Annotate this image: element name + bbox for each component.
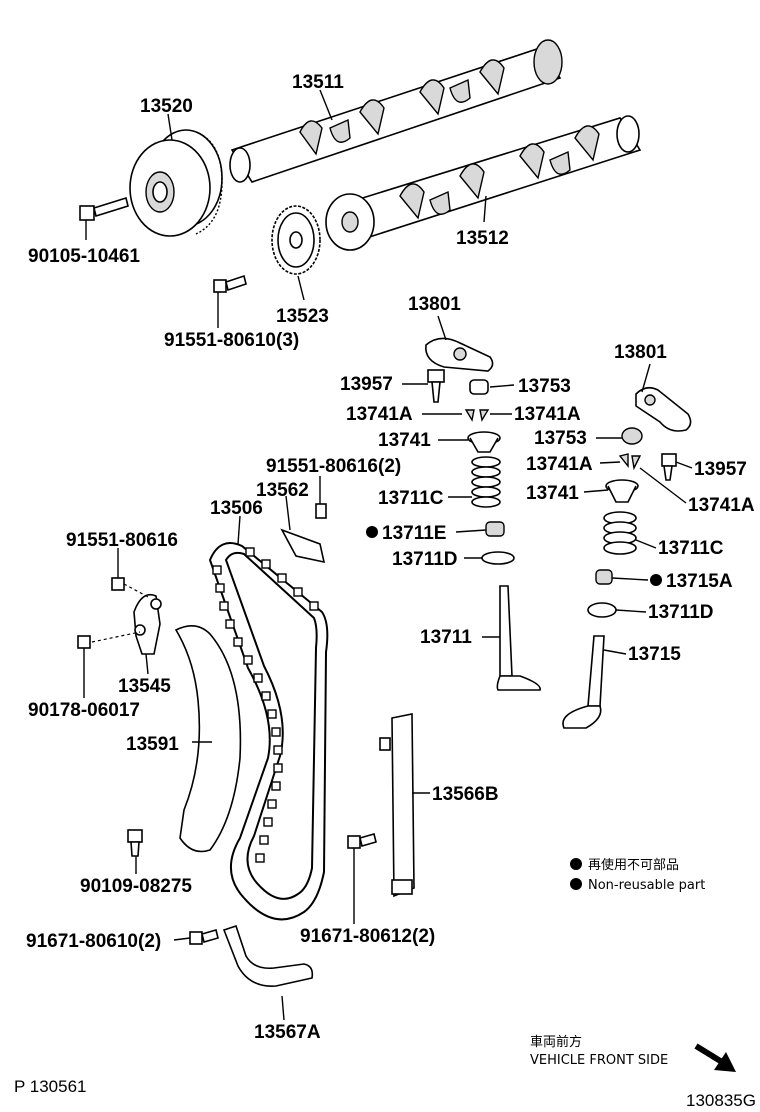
timing-chain — [208, 542, 329, 921]
label-adjuster-right: 13957 — [694, 459, 747, 480]
label-tensioner-nut: 90178-06017 — [28, 700, 140, 721]
seat-right — [587, 602, 617, 618]
leader-lines — [83, 89, 693, 1021]
legend: 再使用不可部品 Non-reusable part — [570, 857, 705, 893]
legend-marker-en — [570, 878, 582, 890]
exhaust-valve — [562, 635, 605, 729]
label-tensioner-bolt: 91551-80616 — [66, 530, 178, 551]
tensioner-nut-head — [77, 635, 91, 649]
label-retainer-right: 13741 — [526, 483, 579, 504]
retainer-left — [467, 431, 501, 453]
keeper-right — [618, 453, 642, 471]
cap-right — [621, 427, 643, 445]
label-tensioner-assy: 13545 — [118, 676, 171, 697]
direction-jp: 車両前方 — [530, 1034, 582, 1050]
legend-en: Non-reusable part — [588, 878, 705, 893]
tensioner-assy — [77, 577, 162, 655]
guide-bolt-left — [189, 929, 219, 945]
tensioner-bolt-head — [111, 577, 125, 591]
oil-nozzle — [222, 924, 314, 987]
label-cap-left: 13753 — [518, 376, 571, 397]
spring-left — [471, 456, 501, 508]
label-chain-guide: 13566B — [432, 784, 499, 805]
cam-timing-gear — [129, 129, 223, 237]
legend-jp: 再使用不可部品 — [588, 857, 679, 873]
label-seat-right: 13711D — [648, 602, 714, 623]
label-guide-bolt-left: 91671-80610(2) — [26, 931, 161, 952]
slipper-bolt — [127, 829, 143, 857]
label-adjuster-left: 13957 — [340, 374, 393, 395]
spring-right — [603, 511, 637, 555]
non-reusable-marker — [650, 574, 662, 586]
intake-valve — [496, 585, 541, 691]
label-cam-sprocket: 13523 — [276, 306, 329, 327]
keeper-left — [464, 409, 490, 422]
label-oil-nozzle: 13567A — [254, 1022, 321, 1043]
chain-links — [212, 547, 319, 863]
adjuster-right — [661, 453, 677, 481]
non-reusable-marker — [366, 526, 378, 538]
label-keeper-right-b: 13741A — [688, 495, 755, 516]
label-slipper: 13591 — [126, 734, 179, 755]
label-spring-left: 13711C — [378, 488, 444, 509]
retainer-right — [605, 479, 639, 503]
legend-marker-jp — [570, 858, 582, 870]
label-keeper-left-a: 13741A — [346, 404, 413, 425]
adjuster-left — [427, 369, 445, 403]
rocker-arm-right — [635, 386, 692, 432]
slipper — [174, 625, 242, 853]
label-chain-tensioner: 13562 — [256, 480, 309, 501]
label-cap-right: 13753 — [534, 428, 587, 449]
cap-left — [469, 379, 489, 395]
chain-guide — [379, 713, 415, 898]
label-keeper-left-b: 13741A — [514, 404, 581, 425]
label-exhaust-valve: 13715 — [628, 644, 681, 665]
seal-right — [595, 569, 613, 585]
label-retainer-left: 13741 — [378, 430, 431, 451]
label-timing-chain: 13506 — [210, 498, 263, 519]
label-seal-right: 13715A — [666, 571, 733, 592]
front-arrow-icon — [694, 1043, 736, 1072]
rocker-arm-left — [425, 337, 494, 372]
label-spring-right: 13711C — [658, 538, 724, 559]
chain-tensioner — [280, 503, 327, 564]
cam-sprocket — [271, 205, 321, 275]
label-tensioner-bolt-2: 91551-80616(2) — [266, 456, 401, 477]
label-slipper-bolt: 90109-08275 — [80, 876, 192, 897]
label-sprocket-bolt: 91551-80610(3) — [164, 330, 299, 351]
seal-left — [485, 521, 505, 537]
label-rocker-arm-right: 13801 — [614, 342, 667, 363]
label-camshaft-1: 13511 — [292, 72, 344, 93]
label-guide-bolt-right: 91671-80612(2) — [300, 926, 435, 947]
camshaft-lower — [325, 115, 642, 251]
direction-en: VEHICLE FRONT SIDE — [530, 1053, 668, 1068]
label-seat-left: 13711D — [392, 549, 458, 570]
sprocket-bolt — [213, 274, 247, 293]
page-ref: P 130561 — [14, 1077, 86, 1096]
label-camshaft-2: 13512 — [456, 228, 509, 249]
label-seal-left: 13711E — [382, 523, 446, 544]
guide-bolt-right — [347, 833, 377, 849]
seat-left — [481, 551, 515, 565]
gear-bolt — [79, 196, 129, 221]
figure-id: 130835G — [686, 1091, 756, 1110]
camshaft-upper — [229, 39, 563, 183]
label-keeper-right-a: 13741A — [526, 454, 593, 475]
label-cam-timing-gear: 13520 — [140, 96, 193, 117]
label-rocker-arm-left: 13801 — [408, 294, 461, 315]
label-gear-bolt: 90105-10461 — [28, 246, 140, 267]
label-intake-valve: 13711 — [420, 627, 472, 648]
